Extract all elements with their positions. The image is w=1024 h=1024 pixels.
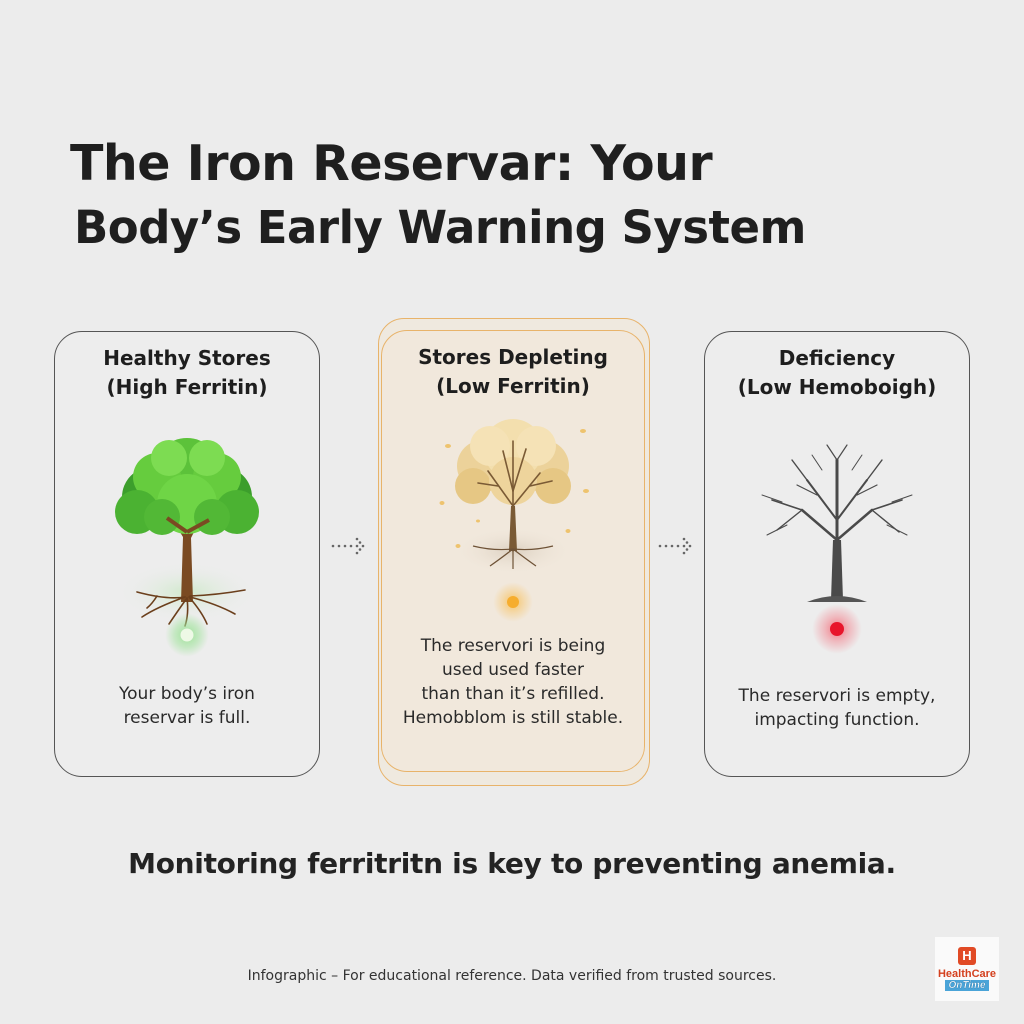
tagline: Monitoring ferritritn is key to preventi… <box>128 847 896 880</box>
status-indicator-amber <box>507 596 519 608</box>
logo-text-ontime: OnTime <box>945 980 989 991</box>
card-description: Your body’s iron reservar is full. <box>55 682 319 730</box>
dotted-arrow-right-icon <box>331 537 365 555</box>
healthcare-ontime-logo: H HealthCare OnTime <box>935 937 999 1001</box>
dotted-arrow-right-icon <box>658 537 692 555</box>
card-deficiency: Deficiency (Low Hemoboigh) The reservori… <box>704 331 970 777</box>
card-heading: Healthy Stores (High Ferritin) <box>55 344 319 402</box>
description-line: The reservori is empty, <box>738 686 936 706</box>
description-line: used used faster <box>442 660 584 680</box>
card-heading-line-2: (Low Hemoboigh) <box>737 375 937 399</box>
card-healthy-stores: Healthy Stores (High Ferritin) <box>54 331 320 777</box>
card-heading-line-1: Healthy Stores <box>103 346 271 370</box>
card-heading-line-2: (High Ferritin) <box>106 375 268 399</box>
description-line: The reservori is being <box>420 636 606 656</box>
card-heading-line-2: (Low Ferritin) <box>436 374 590 398</box>
description-line: reservar is full. <box>123 708 251 728</box>
description-line: Your body’s iron <box>119 684 255 704</box>
description-line: than than it’s refilled. <box>421 684 605 704</box>
card-heading: Stores Depleting (Low Ferritin) <box>382 343 644 401</box>
bare-gray-tree-icon <box>761 444 913 602</box>
card-heading-line-1: Stores Depleting <box>418 345 608 369</box>
description-line: impacting function. <box>754 710 920 730</box>
lush-green-tree-icon <box>115 438 259 627</box>
card-front: Stores Depleting (Low Ferritin) <box>381 330 645 772</box>
hospital-h-icon: H <box>958 947 976 965</box>
status-indicator-green <box>180 628 194 642</box>
card-heading-line-1: Deficiency <box>778 346 896 370</box>
logo-text-healthcare: HealthCare <box>937 968 997 980</box>
description-line: Hemobblom is still stable. <box>402 708 624 728</box>
footnote: Infographic – For educational reference.… <box>247 968 777 984</box>
card-description: The reservori is empty, impacting functi… <box>705 684 969 732</box>
page-title: The Iron Reservar: Your Body’s Early War… <box>70 132 806 260</box>
card-heading: Deficiency (Low Hemoboigh) <box>705 344 969 402</box>
title-line-1: The Iron Reservar: Your <box>70 135 713 192</box>
autumn-yellow-tree-icon <box>439 419 589 575</box>
status-indicator-red <box>830 622 844 636</box>
title-line-2: Body’s Early Warning System <box>74 201 806 254</box>
card-stores-depleting: Stores Depleting (Low Ferritin) <box>378 318 650 786</box>
card-description: The reservori is being used used faster … <box>382 634 644 730</box>
